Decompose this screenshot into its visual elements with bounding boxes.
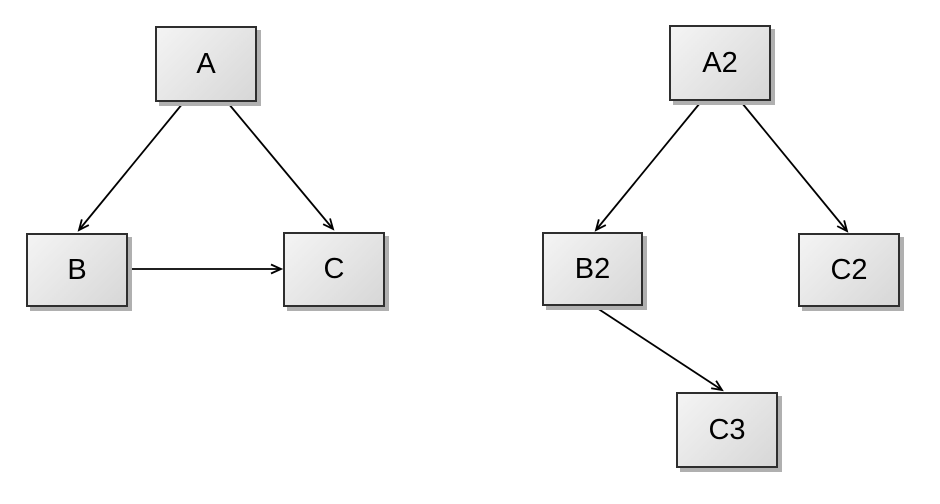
node-label-C: C <box>323 253 345 285</box>
node-A: A <box>155 26 257 102</box>
node-label-B2: B2 <box>574 252 611 285</box>
edge-A2-to-B2 <box>594 102 701 232</box>
edge-A-to-C <box>227 102 335 231</box>
node-C3: C3 <box>676 392 778 468</box>
node-label-B: B <box>67 253 87 286</box>
node-B: B <box>26 233 128 307</box>
node-C2: C2 <box>798 233 900 307</box>
edge-B2-to-C3 <box>596 307 724 392</box>
node-C: C <box>283 232 385 307</box>
node-A2: A2 <box>669 25 771 101</box>
node-label-C2: C2 <box>830 253 868 286</box>
node-label-C3: C3 <box>708 413 746 446</box>
node-label-A: A <box>196 47 216 80</box>
node-B2: B2 <box>542 232 643 306</box>
edge-A2-to-C2 <box>741 102 849 233</box>
node-label-A2: A2 <box>702 46 738 79</box>
edge-A-to-B <box>77 102 184 232</box>
